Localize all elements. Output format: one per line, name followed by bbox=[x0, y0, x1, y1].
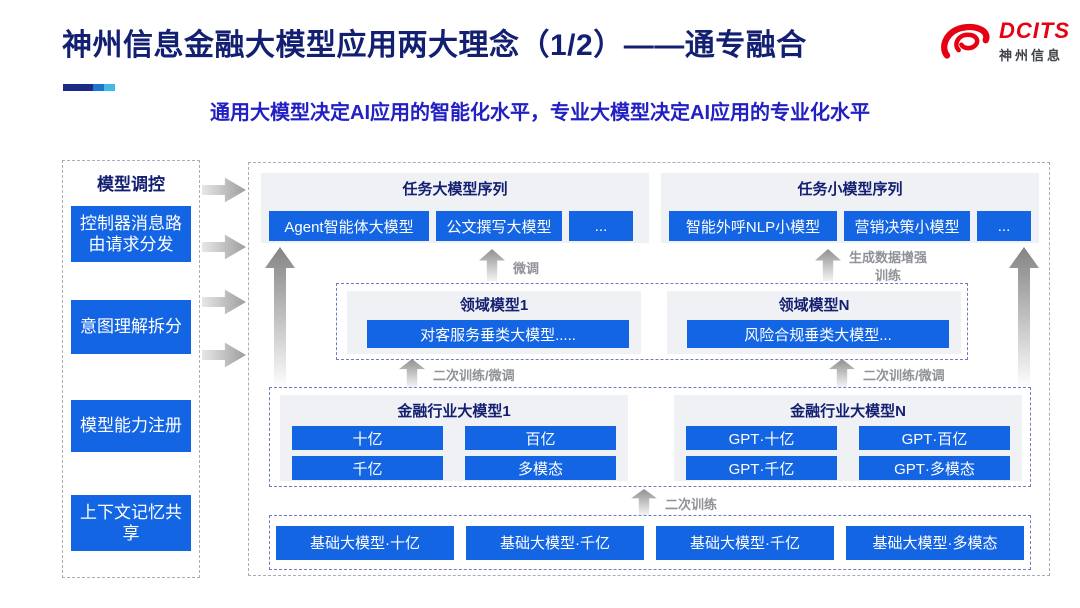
task-small-title: 任务小模型序列 bbox=[797, 181, 903, 198]
gen-data-label: 生成数据增强训练 bbox=[848, 250, 927, 283]
right-arrow-icon bbox=[202, 342, 246, 368]
industry-model-1-title: 金融行业大模型1 bbox=[397, 403, 511, 420]
domain-model-container: 领域模型1 对客服务垂类大模型..... 领域模型N 风险合规垂类大模型... bbox=[336, 283, 968, 360]
accent-segment-dark bbox=[63, 84, 93, 91]
fine-tune-up-arrow-icon bbox=[479, 249, 505, 281]
node-base-model-hundred-billion-1: 基础大模型·千亿 bbox=[466, 525, 644, 560]
industry-model-n-title: 金融行业大模型N bbox=[790, 403, 906, 420]
left-tall-up-arrow-icon bbox=[265, 247, 295, 387]
sidebar-title: 模型调控 bbox=[97, 175, 165, 194]
node-base-model-multimodal: 基础大模型·多模态 bbox=[846, 525, 1024, 560]
retrain-finetune-right-label: 二次训练/微调 bbox=[863, 368, 945, 383]
logo-brand-en: DCITS bbox=[999, 18, 1070, 43]
subtitle: 通用大模型决定AI应用的智能化水平，专业大模型决定AI应用的专业化水平 bbox=[210, 102, 870, 124]
page-title: 神州信息金融大模型应用两大理念（1/2）——通专融合 bbox=[62, 29, 807, 62]
node-document-writing-model: 公文撰写大模型 bbox=[436, 211, 562, 241]
retrain-label: 二次训练 bbox=[665, 497, 718, 512]
node-outbound-nlp-model: 智能外呼NLP小模型 bbox=[669, 211, 837, 241]
industry-model-1-grid: 十亿 百亿 千亿 多模态 bbox=[292, 426, 616, 480]
domain-model-n-group: 领域模型N 风险合规垂类大模型... bbox=[667, 291, 961, 354]
industry-model-n-group: 金融行业大模型N GPT·十亿 GPT·百亿 GPT·千亿 GPT·多模态 bbox=[674, 395, 1022, 481]
node-more-small-models: ... bbox=[977, 211, 1031, 241]
node-agent-large-model: Agent智能体大模型 bbox=[269, 211, 429, 241]
gen-data-up-arrow-icon bbox=[815, 249, 841, 281]
sidebar-item-context-memory: 上下文记忆共享 bbox=[71, 495, 191, 551]
task-large-title: 任务大模型序列 bbox=[402, 181, 508, 198]
dcits-swirl-icon bbox=[941, 23, 990, 59]
diagram-canvas: 任务大模型序列 Agent智能体大模型 公文撰写大模型 ... 任务小模型序列 … bbox=[248, 162, 1050, 576]
task-large-row: Agent智能体大模型 公文撰写大模型 ... bbox=[269, 211, 633, 241]
task-large-model-group: 任务大模型序列 Agent智能体大模型 公文撰写大模型 ... bbox=[261, 173, 649, 243]
sidebar-item-capability-register: 模型能力注册 bbox=[71, 400, 191, 452]
industry-model-1-group: 金融行业大模型1 十亿 百亿 千亿 多模态 bbox=[280, 395, 628, 481]
base-model-container: 基础大模型·十亿 基础大模型·千亿 基础大模型·千亿 基础大模型·多模态 bbox=[269, 515, 1031, 570]
node-base-model-billion: 基础大模型·十亿 bbox=[276, 525, 454, 560]
sidebar-item-controller-routing: 控制器消息路由请求分发 bbox=[71, 206, 191, 262]
task-small-model-group: 任务小模型序列 智能外呼NLP小模型 营销决策小模型 ... bbox=[661, 173, 1039, 243]
node-more-large-models: ... bbox=[569, 211, 633, 241]
node-gpt-hundred-billion: GPT·千亿 bbox=[686, 456, 837, 480]
retrain-finetune-left-label: 二次训练/微调 bbox=[433, 368, 515, 383]
industry-model-container: 金融行业大模型1 十亿 百亿 千亿 多模态 金融行业大模型N GPT·十亿 GP… bbox=[269, 387, 1031, 487]
accent-segment-cyan bbox=[104, 84, 115, 91]
right-arrow-icon bbox=[202, 177, 246, 203]
retrain-finetune-left-arrow-icon bbox=[399, 359, 425, 387]
domain-model-1-group: 领域模型1 对客服务垂类大模型..... bbox=[347, 291, 641, 354]
domain-model-n-title: 领域模型N bbox=[778, 297, 850, 314]
domain-model-1-title: 领域模型1 bbox=[459, 297, 529, 314]
node-risk-compliance-vertical-model: 风险合规垂类大模型... bbox=[687, 320, 949, 348]
node-billion: 十亿 bbox=[292, 426, 443, 450]
dcits-logo: DCITS 神州信息 bbox=[938, 20, 1070, 64]
title-accent-bar bbox=[63, 84, 115, 91]
node-hundred-billion: 千亿 bbox=[292, 456, 443, 480]
node-gpt-multimodal: GPT·多模态 bbox=[859, 456, 1010, 480]
node-base-model-hundred-billion-2: 基础大模型·千亿 bbox=[656, 525, 834, 560]
accent-segment-blue bbox=[93, 84, 104, 91]
task-small-row: 智能外呼NLP小模型 营销决策小模型 ... bbox=[669, 211, 1031, 241]
node-gpt-ten-billion: GPT·百亿 bbox=[859, 426, 1010, 450]
node-ten-billion: 百亿 bbox=[465, 426, 616, 450]
right-tall-up-arrow-icon bbox=[1009, 247, 1039, 387]
industry-model-n-grid: GPT·十亿 GPT·百亿 GPT·千亿 GPT·多模态 bbox=[686, 426, 1010, 480]
node-gpt-billion: GPT·十亿 bbox=[686, 426, 837, 450]
node-multimodal: 多模态 bbox=[465, 456, 616, 480]
sidebar-item-intent-split: 意图理解拆分 bbox=[71, 300, 191, 354]
retrain-arrow-icon bbox=[631, 489, 657, 515]
right-arrow-icon bbox=[202, 234, 246, 260]
logo-brand-cn: 神州信息 bbox=[999, 48, 1064, 63]
retrain-finetune-right-arrow-icon bbox=[829, 359, 855, 387]
logo-text: DCITS 神州信息 bbox=[999, 20, 1070, 64]
model-control-panel: 模型调控 控制器消息路由请求分发 意图理解拆分 模型能力注册 上下文记忆共享 bbox=[62, 160, 200, 578]
node-customer-service-vertical-model: 对客服务垂类大模型..... bbox=[367, 320, 629, 348]
node-marketing-decision-model: 营销决策小模型 bbox=[844, 211, 970, 241]
fine-tune-label: 微调 bbox=[513, 261, 540, 276]
right-arrow-icon bbox=[202, 289, 246, 315]
